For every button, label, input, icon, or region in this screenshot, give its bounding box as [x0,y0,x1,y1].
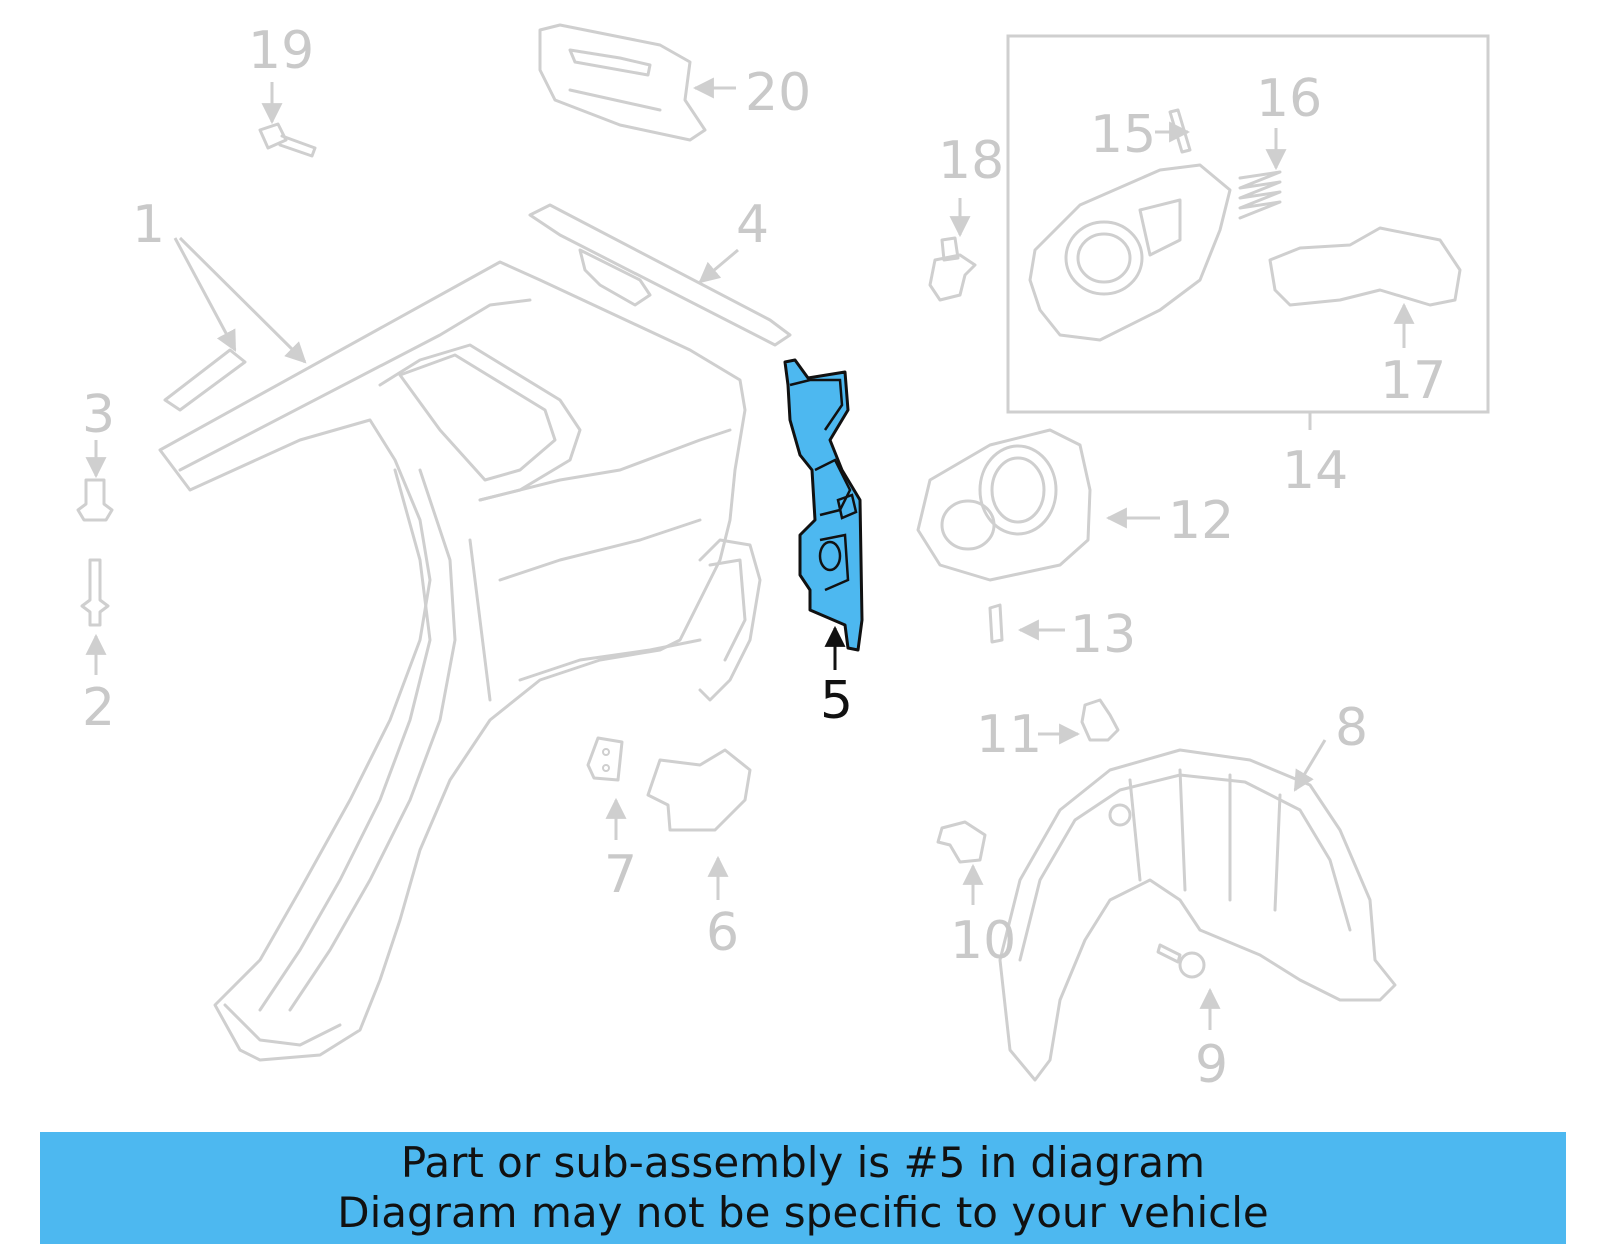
panel-part-20 [538,23,707,142]
leader-lines [85,77,1415,1030]
clip-part-10 [936,820,987,864]
bracket-part-6 [646,748,752,832]
info-banner: Part or sub-assembly is #5 in diagram Di… [40,1132,1566,1244]
clip-part-11 [1080,698,1120,742]
plate-part-7 [586,736,624,782]
pin-part-13 [988,603,1004,644]
callout-6: 6 [706,903,739,963]
callout-8: 8 [1335,698,1368,758]
callout-12: 12 [1168,491,1234,551]
clip-part-3 [76,478,114,522]
sensor-part-18 [928,236,977,302]
callout-5-highlighted: 5 [820,671,853,731]
roof-rail-part-1 [163,203,792,412]
fuel-door-housing-part-15 [1028,108,1232,342]
actuator-part-17 [1268,226,1462,307]
callout-9: 9 [1195,1035,1228,1095]
callout-13: 13 [1070,605,1136,665]
screw-part-9 [1156,943,1206,979]
bolt-part-19 [258,122,317,158]
banner-line-part-number: Part or sub-assembly is #5 in diagram [400,1138,1206,1187]
callout-14: 14 [1282,441,1348,501]
callout-1: 1 [132,195,165,255]
quarter-panel-part-1 [158,260,762,1062]
callout-2: 2 [82,678,115,738]
callout-18: 18 [938,131,1004,191]
callout-17: 17 [1380,351,1446,411]
callout-20: 20 [745,63,811,123]
filler-housing-part-12 [916,428,1092,582]
callout-labels: 1 2 3 4 5 6 7 8 9 10 11 12 13 14 15 16 1… [82,21,1446,1095]
callout-4: 4 [736,195,769,255]
banner-line-disclaimer: Diagram may not be specific to your vehi… [337,1188,1269,1237]
callout-19: 19 [248,21,314,81]
callout-7: 7 [604,845,637,905]
stud-part-2 [80,558,110,627]
callout-16: 16 [1256,69,1322,129]
callout-10: 10 [950,911,1016,971]
spring-part-16 [1238,170,1282,220]
callout-15: 15 [1090,105,1156,165]
wheel-liner-part-8 [998,748,1397,1082]
highlighted-bracket-part-5 [783,358,864,652]
fuel-door-assembly-box-part-14 [1006,34,1490,414]
callout-3: 3 [82,385,115,445]
callout-11: 11 [976,705,1042,765]
